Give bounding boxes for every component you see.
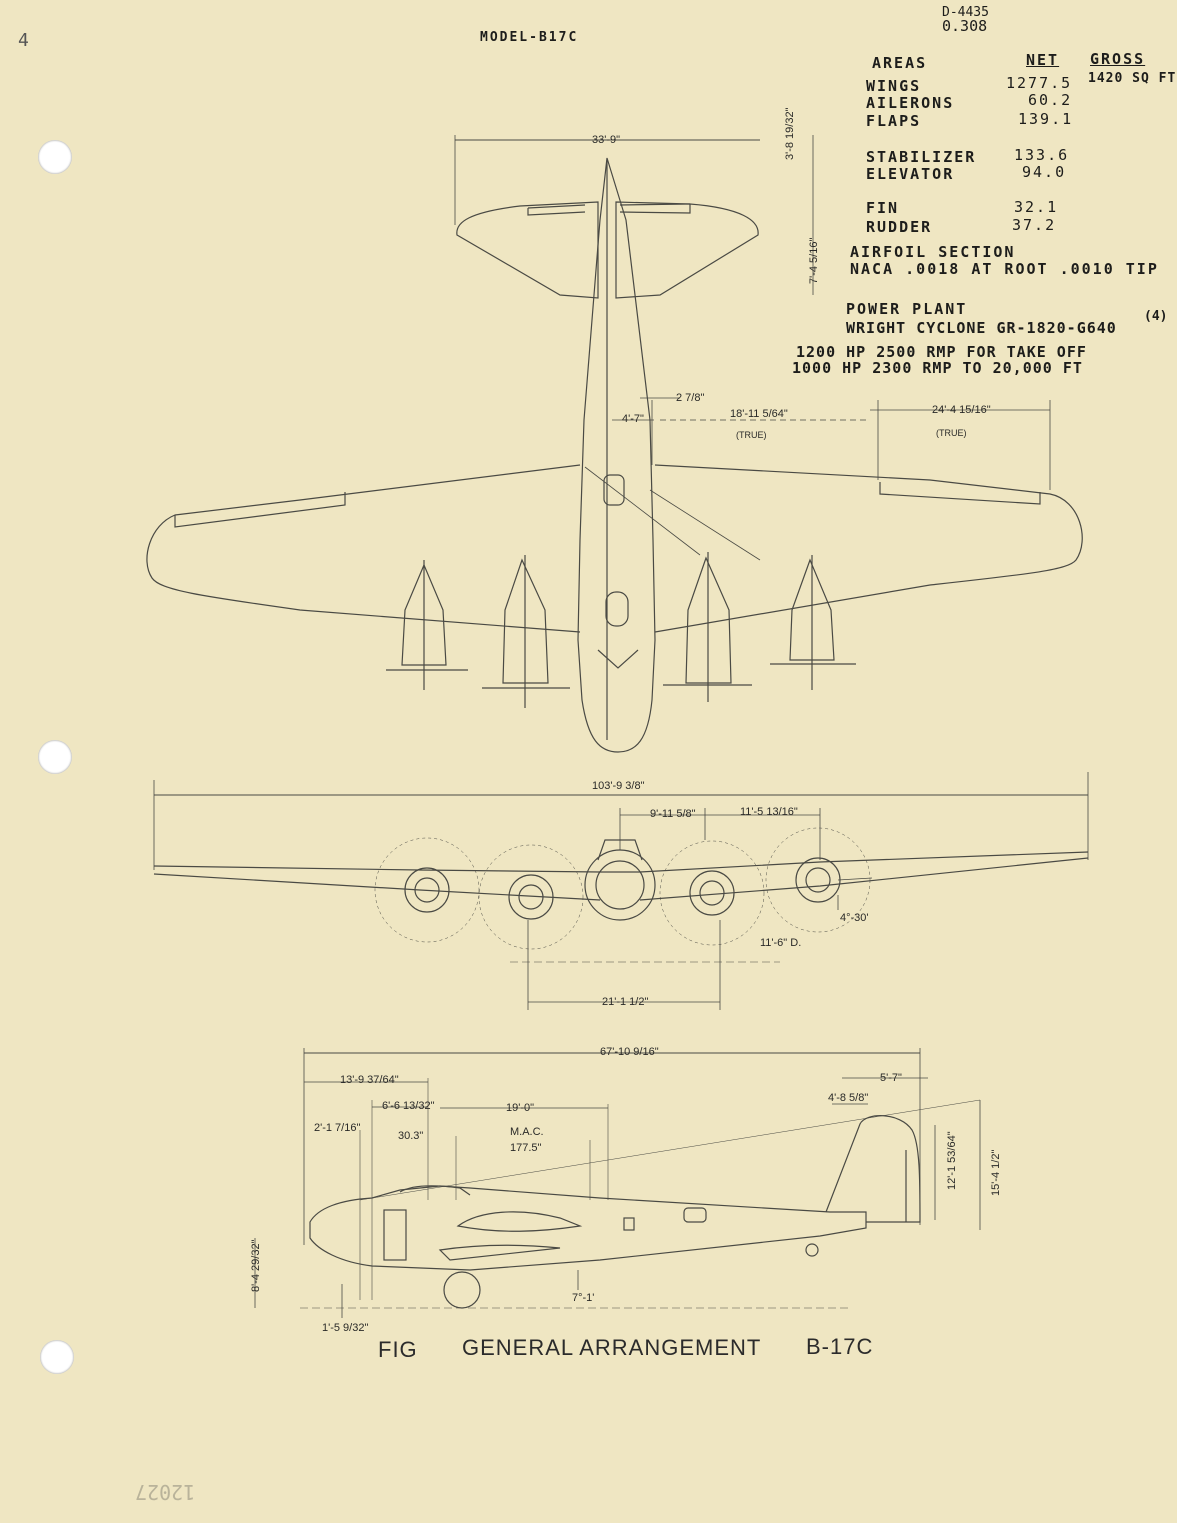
area-net: 60.2 xyxy=(1028,91,1073,109)
dim-prop-diameter: 11'-6" D. xyxy=(760,937,802,949)
dim-offset: 2 7/8" xyxy=(676,392,705,404)
figure-label: FIG xyxy=(378,1337,418,1362)
dim-nose-to-le: 13'-9 37/64" xyxy=(340,1074,399,1086)
area-net: 32.1 xyxy=(1014,198,1059,216)
dim-ground: 1'-5 9/32" xyxy=(322,1322,369,1334)
dim-gear-height: 8'-4 29/32" xyxy=(250,1239,262,1293)
dim-true-label-2: (TRUE) xyxy=(936,428,967,438)
area-name: AILERONS xyxy=(866,94,955,112)
wing-plan xyxy=(146,464,1083,633)
powerplant-count: (4) xyxy=(1144,309,1168,324)
binder-hole-top xyxy=(38,140,72,174)
area-name: STABILIZER xyxy=(866,148,977,166)
dim-length: 67'-10 9/16" xyxy=(600,1046,659,1058)
dim-fin-offset: 5'-7" xyxy=(880,1072,902,1084)
area-gross: 1420 SQ FT xyxy=(1088,71,1177,86)
area-name: FLAPS xyxy=(866,112,922,130)
powerplant-title: POWER PLANT xyxy=(846,300,968,318)
powerplant-takeoff: 1200 HP 2500 RMP FOR TAKE OFF xyxy=(796,343,1087,361)
cockpit-canopy xyxy=(399,1185,471,1196)
model-title: MODEL-B17C xyxy=(480,30,579,45)
engine-nacelle-4 xyxy=(770,555,856,690)
area-name: WINGS xyxy=(866,77,922,95)
dim-stabilizer-span: 33'-9" xyxy=(592,134,621,146)
dim-d3: 2'-1 7/16" xyxy=(314,1122,361,1134)
airfoil-value: NACA .0018 AT ROOT .0010 TIP xyxy=(850,260,1159,278)
figure-model: B-17C xyxy=(806,1334,874,1359)
area-name: FIN xyxy=(866,199,900,217)
dim-engine-outboard: 11'-5 13/16" xyxy=(740,806,798,818)
dim-span: 103'-9 3/8" xyxy=(592,780,645,792)
engine-nacelle-2 xyxy=(482,555,570,708)
mac-label: M.A.C. xyxy=(510,1126,544,1138)
engine-nacelle-3 xyxy=(663,552,752,702)
handwritten-stamp: 12027 xyxy=(135,1480,196,1504)
area-net: 1277.5 xyxy=(1006,74,1073,92)
dim-d2: 19'-0" xyxy=(506,1102,535,1114)
dim-tread: 21'-1 1/2" xyxy=(602,996,649,1008)
dim-fuselage-width: 4'-7" xyxy=(622,413,644,425)
area-name: ELEVATOR xyxy=(866,165,955,183)
plan-view xyxy=(146,135,1083,753)
vertical-fin xyxy=(825,1115,921,1223)
horizontal-stabilizer xyxy=(456,201,759,299)
powerplant-rated: 1000 HP 2300 RMP TO 20,000 FT xyxy=(792,359,1083,377)
dim-dihedral: 4°-30' xyxy=(840,912,869,924)
dim-d1: 6'-6 13/32" xyxy=(382,1100,435,1112)
wing-front xyxy=(153,851,1089,901)
dim-fin-height: 12'-1 53/64" xyxy=(946,1131,958,1190)
dim-angle: 7°-1' xyxy=(572,1292,595,1304)
dim-outboard-true: 24'-4 15/16" xyxy=(932,404,991,416)
main-gear-wheel xyxy=(443,1271,481,1309)
areas-gross-header: GROSS xyxy=(1090,50,1146,68)
mac-value: 177.5" xyxy=(510,1142,542,1154)
area-net: 37.2 xyxy=(1012,216,1057,234)
side-view xyxy=(254,1048,981,1318)
dim-true-label: (TRUE) xyxy=(736,430,767,440)
engine-nacelle-1 xyxy=(386,560,468,690)
scale-number: 0.308 xyxy=(942,17,988,35)
fuselage-side xyxy=(309,1185,867,1271)
fuselage-plan xyxy=(577,157,656,753)
area-net: 139.1 xyxy=(1018,110,1074,128)
area-name: RUDDER xyxy=(866,218,933,236)
area-net: 133.6 xyxy=(1014,146,1070,164)
dim-rudder: 4'-8 5/8" xyxy=(828,1092,869,1104)
area-net: 94.0 xyxy=(1022,163,1067,181)
dim-height: 15'-4 1/2" xyxy=(990,1149,1002,1196)
margin-mark: 4 xyxy=(18,30,29,51)
dim-tail-length: 3'-8 19/32" xyxy=(784,107,796,161)
front-view xyxy=(153,772,1089,1010)
dim-stabilizer-chord: 7'-4 5/16" xyxy=(808,237,820,284)
areas-title: AREAS xyxy=(872,54,928,72)
airfoil-title: AIRFOIL SECTION xyxy=(850,243,1016,261)
dim-pct: 30.3" xyxy=(398,1130,424,1142)
binder-hole-middle xyxy=(38,740,72,774)
drawing-number: D-4435 xyxy=(942,5,989,20)
figure-title: GENERAL ARRANGEMENT xyxy=(462,1335,762,1360)
binder-hole-bottom xyxy=(40,1340,74,1374)
powerplant-engine: WRIGHT CYCLONE GR-1820-G640 xyxy=(846,319,1117,337)
dim-inboard-true: 18'-11 5/64" xyxy=(730,408,788,420)
dim-engine-inboard: 9'-11 5/8" xyxy=(650,808,696,820)
areas-net-header: NET xyxy=(1026,51,1060,69)
